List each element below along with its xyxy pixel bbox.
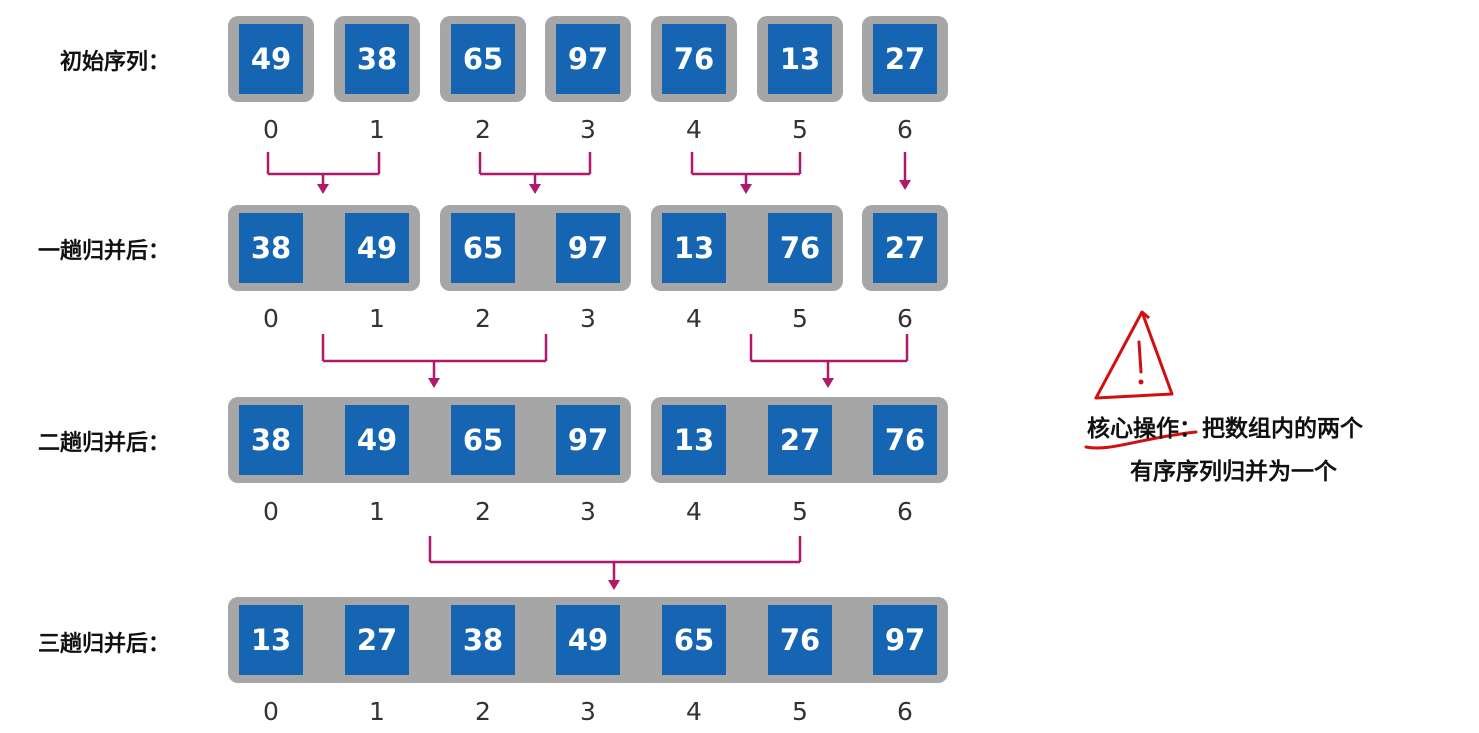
array-cell: 97 — [556, 213, 620, 283]
index-label: 6 — [897, 115, 913, 144]
index-label: 0 — [263, 497, 279, 526]
arrow-head — [899, 180, 911, 190]
array-cell: 76 — [662, 24, 726, 94]
arrow-head — [428, 378, 440, 388]
underline-mark — [1084, 430, 1198, 450]
array-cell: 65 — [451, 24, 515, 94]
array-cell: 38 — [451, 605, 515, 675]
index-label: 4 — [686, 697, 702, 726]
array-cell: 38 — [239, 405, 303, 475]
index-label: 0 — [263, 697, 279, 726]
row-label-pass-1: 一趟归并后： — [37, 239, 170, 264]
note-line-1: 核心操作：把数组内的两个 — [1087, 409, 1363, 443]
array-cell: 27 — [873, 213, 937, 283]
array-cell: 97 — [873, 605, 937, 675]
index-label: 5 — [792, 697, 808, 726]
index-label: 3 — [580, 304, 596, 333]
arrow-head — [822, 378, 834, 388]
array-cell: 49 — [345, 405, 409, 475]
array-cell: 13 — [768, 24, 832, 94]
array-cell: 49 — [345, 213, 409, 283]
index-label: 5 — [792, 304, 808, 333]
array-cell: 27 — [873, 24, 937, 94]
arrow-head — [740, 184, 752, 194]
index-label: 2 — [475, 304, 491, 333]
index-label: 1 — [369, 304, 385, 333]
note-line-1-rest: ：把数组内的两个 — [1179, 416, 1363, 442]
index-label: 5 — [792, 115, 808, 144]
array-cell: 65 — [662, 605, 726, 675]
index-label: 2 — [475, 697, 491, 726]
array-cell: 38 — [239, 213, 303, 283]
array-cell: 97 — [556, 24, 620, 94]
array-cell: 49 — [556, 605, 620, 675]
array-cell: 97 — [556, 405, 620, 475]
array-cell: 27 — [768, 405, 832, 475]
index-label: 2 — [475, 115, 491, 144]
array-cell: 13 — [662, 405, 726, 475]
index-label: 6 — [897, 697, 913, 726]
warning-exclamation-icon — [1137, 340, 1143, 374]
index-label: 0 — [263, 304, 279, 333]
index-label: 4 — [686, 115, 702, 144]
array-cell: 76 — [873, 405, 937, 475]
index-label: 1 — [369, 697, 385, 726]
index-label: 3 — [580, 697, 596, 726]
row-label-initial: 初始序列： — [59, 50, 170, 75]
index-label: 1 — [369, 497, 385, 526]
array-cell: 13 — [662, 213, 726, 283]
note-keyword: 核心操作 — [1087, 416, 1179, 442]
array-cell: 49 — [239, 24, 303, 94]
arrow-head — [317, 184, 329, 194]
index-label: 0 — [263, 115, 279, 144]
index-label: 3 — [580, 497, 596, 526]
arrow-head — [608, 580, 620, 590]
note-line-2: 有序序列归并为一个 — [1130, 459, 1337, 485]
index-label: 3 — [580, 115, 596, 144]
array-cell: 38 — [345, 24, 409, 94]
index-label: 4 — [686, 304, 702, 333]
index-label: 1 — [369, 115, 385, 144]
array-cell: 13 — [239, 605, 303, 675]
index-label: 5 — [792, 497, 808, 526]
warning-triangle-icon — [1094, 310, 1174, 400]
array-cell: 65 — [451, 405, 515, 475]
index-label: 6 — [897, 304, 913, 333]
index-label: 4 — [686, 497, 702, 526]
row-label-pass-3: 三趟归并后： — [37, 632, 170, 657]
index-label: 6 — [897, 497, 913, 526]
array-cell: 27 — [345, 605, 409, 675]
index-label: 2 — [475, 497, 491, 526]
row-label-pass-2: 二趟归并后： — [37, 431, 170, 456]
array-cell: 76 — [768, 213, 832, 283]
arrow-head — [529, 184, 541, 194]
array-cell: 65 — [451, 213, 515, 283]
array-cell: 76 — [768, 605, 832, 675]
